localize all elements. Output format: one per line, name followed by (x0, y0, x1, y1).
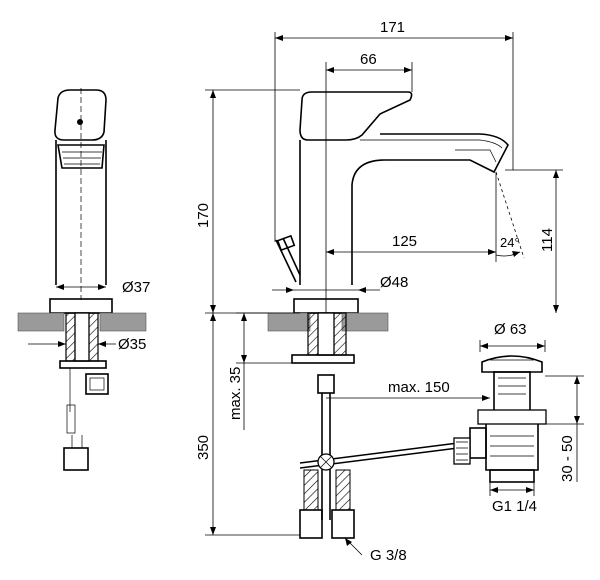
front-view: 171 66 170 24° 125 (195, 19, 584, 564)
dim-body-diameter: Ø37 (122, 279, 150, 296)
dim-hose-length: 350 (195, 435, 212, 460)
dim-height: 170 (195, 203, 212, 228)
side-lever-dot (77, 119, 83, 125)
front-countertop-right (341, 312, 389, 332)
side-view: Ø37 Ø35 (17, 88, 150, 471)
front-hose-right (335, 469, 351, 511)
dim-hole-diameter: Ø35 (118, 336, 146, 353)
side-aerator (57, 144, 105, 169)
dim-waste-diameter: Ø 63 (494, 321, 527, 338)
side-fitting (85, 373, 109, 395)
dim-overall-length: 171 (380, 19, 405, 36)
front-lever (299, 91, 413, 141)
dim-spout-height: 114 (539, 228, 556, 252)
dim-spout-offset: 66 (360, 51, 377, 68)
side-countertop-right (99, 312, 147, 332)
side-countertop-left (17, 312, 65, 332)
dim-base-diameter: Ø48 (380, 274, 408, 291)
side-base (49, 298, 113, 314)
front-body-spout (299, 133, 509, 285)
front-countertop-left (267, 312, 311, 332)
dim-waste-thread: G1 1/4 (492, 498, 537, 515)
dim-waste-range: 30 - 50 (559, 435, 576, 482)
side-lever (54, 89, 107, 141)
dim-reach: 125 (392, 233, 417, 250)
waste-tailpiece (485, 424, 539, 471)
front-fitting (317, 374, 335, 394)
side-body (55, 140, 107, 285)
dim-angle: 24° (500, 235, 520, 250)
dim-supply-thread: G 3/8 (370, 547, 407, 564)
waste-plug (481, 355, 543, 373)
side-hose-nut (63, 447, 89, 471)
front-hose-left (303, 469, 319, 511)
dim-popup-reach: max. 150 (388, 379, 450, 396)
dim-deck-thickness: max. 35 (227, 367, 244, 420)
